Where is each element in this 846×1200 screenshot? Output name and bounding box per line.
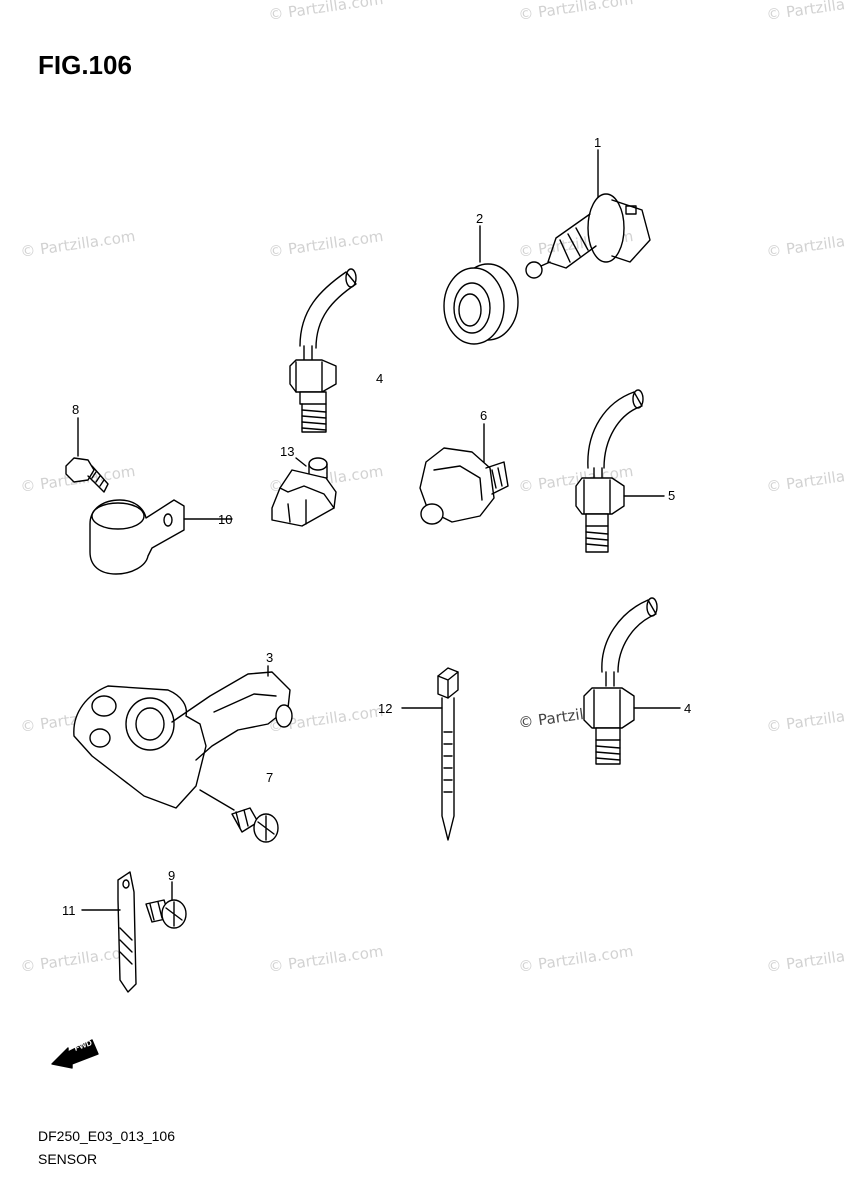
part-11-strap-drawing <box>81 871 137 993</box>
callout-10: 10 <box>218 512 233 527</box>
callout-3: 3 <box>266 650 274 665</box>
part-4-switch-upper-drawing <box>289 268 357 433</box>
part-7-screw-drawing <box>199 789 279 843</box>
callout-1: 1 <box>594 135 602 150</box>
diagram-name: SENSOR <box>38 1151 98 1167</box>
callout-8: 8 <box>72 402 80 417</box>
part-9-screw-drawing <box>145 881 187 929</box>
part-8-bolt-drawing <box>65 417 109 493</box>
callout-7: 7 <box>266 770 274 785</box>
callout-13: 13 <box>280 444 295 459</box>
part-2-grommet-drawing <box>443 225 519 345</box>
callout-5: 5 <box>668 488 676 503</box>
part-13-clip-drawing <box>271 457 337 527</box>
part-12-cable-tie-drawing <box>401 667 459 841</box>
callout-6: 6 <box>480 408 488 423</box>
callout-12: 12 <box>378 701 393 716</box>
part-4-switch-lower-drawing <box>583 597 681 765</box>
part-1-sensor-drawing <box>525 149 651 279</box>
figure-title: FIG.106 <box>38 50 132 80</box>
diagram-code: DF250_E03_013_106 <box>38 1128 176 1144</box>
forward-arrow-icon <box>51 1039 99 1069</box>
callout-9: 9 <box>168 868 176 883</box>
callout-4-lower: 4 <box>684 701 692 716</box>
callout-2: 2 <box>476 211 484 226</box>
part-10-clamp-drawing <box>89 499 233 575</box>
part-3-sensor-drawing <box>73 665 293 809</box>
callout-11: 11 <box>62 903 76 918</box>
callout-4-upper: 4 <box>376 371 384 386</box>
part-5-sensor-drawing <box>575 389 665 553</box>
part-6-knock-sensor-drawing <box>419 423 509 525</box>
